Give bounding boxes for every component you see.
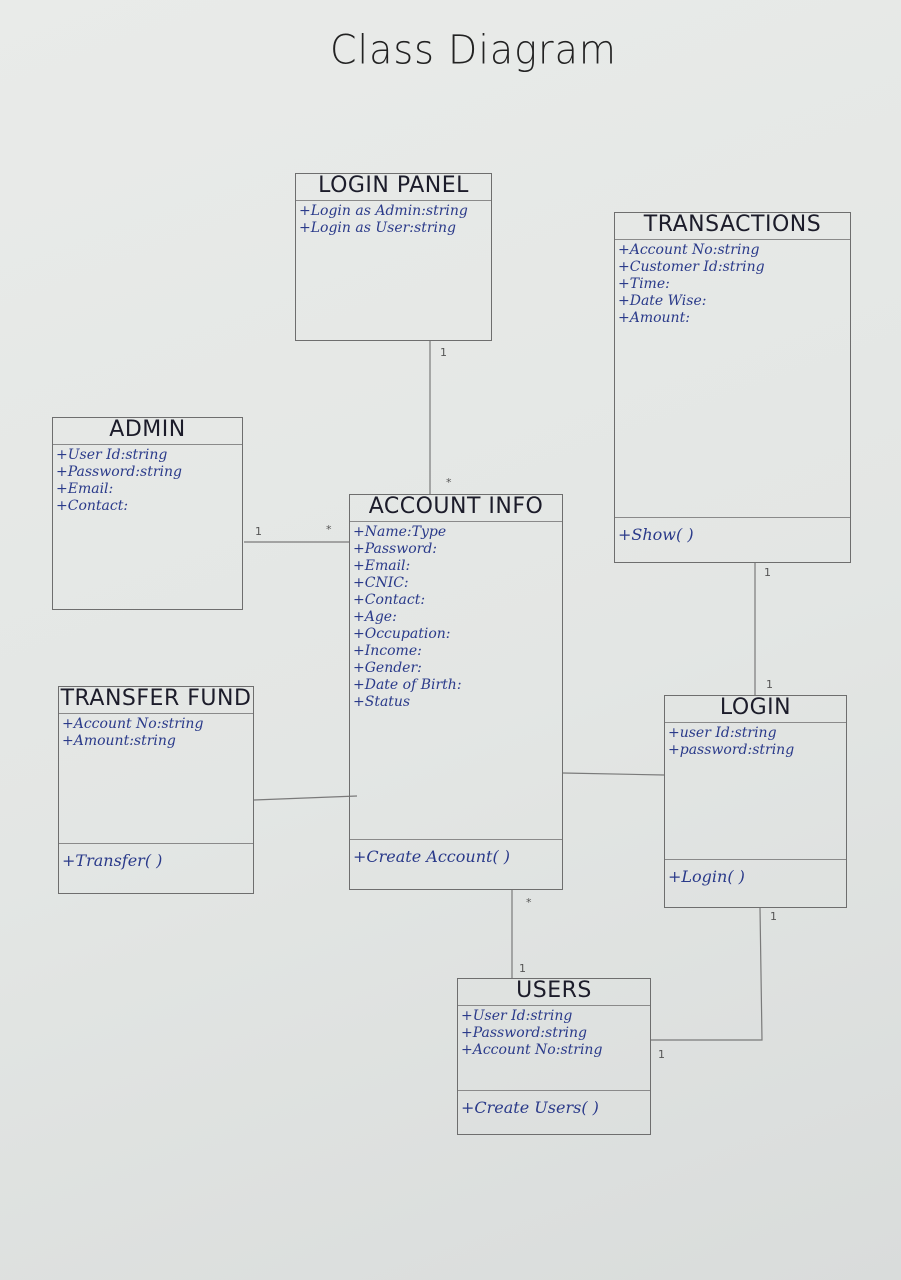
class-name: Transactions xyxy=(615,213,850,240)
class-attributes: +Account No:string +Amount:string xyxy=(59,714,253,752)
operation: +Show( ) xyxy=(618,525,694,544)
attribute: +Login as User:string xyxy=(299,220,456,236)
attribute: +Status xyxy=(353,694,411,710)
class-attributes: +user Id:string +password:string xyxy=(665,723,846,761)
attribute: +Occupation: xyxy=(353,626,451,642)
attribute: +Password:string xyxy=(461,1025,587,1041)
diagram-title: Class Diagram xyxy=(330,26,617,74)
attribute: +CNIC: xyxy=(353,575,409,591)
multiplicity-label: 1 xyxy=(255,525,262,538)
attribute: +Email: xyxy=(56,481,114,497)
link-login-users xyxy=(651,907,763,1041)
link-accountinfo-login xyxy=(562,772,665,776)
operation: +Login( ) xyxy=(668,867,745,886)
attribute: +Date Wise: xyxy=(618,293,707,309)
class-operations: +Transfer( ) xyxy=(59,843,253,893)
class-name: Account Info xyxy=(350,495,562,522)
attribute: +Gender: xyxy=(353,660,422,676)
attribute: +Time: xyxy=(618,276,670,292)
attribute: +User Id:string xyxy=(56,447,168,463)
class-attributes: +Login as Admin:string +Login as User:st… xyxy=(296,201,491,239)
attribute: +Income: xyxy=(353,643,422,659)
class-account-info: Account Info +Name:Type +Password: +Emai… xyxy=(349,494,563,890)
attribute: +Date of Birth: xyxy=(353,677,462,693)
attribute: +Password: xyxy=(353,541,438,557)
attribute: +Login as Admin:string xyxy=(299,203,468,219)
attribute: +User Id:string xyxy=(461,1008,573,1024)
class-attributes: +Account No:string +Customer Id:string +… xyxy=(615,240,850,329)
attribute: +Password:string xyxy=(56,464,182,480)
operation: +Create Users( ) xyxy=(461,1098,599,1117)
attribute: +Amount:string xyxy=(62,733,176,749)
class-operations: +Create Users( ) xyxy=(458,1090,650,1134)
operation: +Transfer( ) xyxy=(62,851,163,870)
class-attributes: +Name:Type +Password: +Email: +CNIC: +Co… xyxy=(350,522,562,713)
class-login-panel: Login Panel +Login as Admin:string +Logi… xyxy=(295,173,492,341)
attribute: +Email: xyxy=(353,558,411,574)
attribute: +Amount: xyxy=(618,310,690,326)
class-transfer-fund: Transfer Fund +Account No:string +Amount… xyxy=(58,686,254,894)
attribute: +password:string xyxy=(668,742,795,758)
attribute: +Age: xyxy=(353,609,397,625)
attribute: +Account No:string xyxy=(461,1042,603,1058)
multiplicity-label: 1 xyxy=(440,346,447,359)
class-name: Admin xyxy=(53,418,242,445)
class-login: Login +user Id:string +password:string +… xyxy=(664,695,847,908)
attribute: +Account No:string xyxy=(62,716,204,732)
multiplicity-label: * xyxy=(326,523,332,536)
class-operations: +Create Account( ) xyxy=(350,839,562,889)
attribute: +Contact: xyxy=(353,592,426,608)
class-name: Login xyxy=(665,696,846,723)
class-attributes: +User Id:string +Password:string +Email:… xyxy=(53,445,242,517)
class-attributes: +User Id:string +Password:string +Accoun… xyxy=(458,1006,650,1061)
attribute: +Contact: xyxy=(56,498,129,514)
multiplicity-label: 1 xyxy=(519,962,526,975)
class-users: Users +User Id:string +Password:string +… xyxy=(457,978,651,1135)
class-transactions: Transactions +Account No:string +Custome… xyxy=(614,212,851,563)
attribute: +Name:Type xyxy=(353,524,447,540)
multiplicity-label: 1 xyxy=(658,1048,665,1061)
attribute: +user Id:string xyxy=(668,725,777,741)
attribute: +Customer Id:string xyxy=(618,259,765,275)
operation: +Create Account( ) xyxy=(353,847,511,866)
attribute: +Account No:string xyxy=(618,242,760,258)
multiplicity-label: 1 xyxy=(770,910,777,923)
class-operations: +Login( ) xyxy=(665,859,846,907)
multiplicity-label: * xyxy=(446,476,452,489)
class-name: Login Panel xyxy=(296,174,491,201)
class-admin: Admin +User Id:string +Password:string +… xyxy=(52,417,243,610)
multiplicity-label: 1 xyxy=(766,678,773,691)
class-operations: +Show( ) xyxy=(615,517,850,562)
multiplicity-label: * xyxy=(526,896,532,909)
multiplicity-label: 1 xyxy=(764,566,771,579)
class-name: Transfer Fund xyxy=(59,687,253,714)
class-name: Users xyxy=(458,979,650,1006)
link-transferfund-accountinfo xyxy=(253,795,358,801)
